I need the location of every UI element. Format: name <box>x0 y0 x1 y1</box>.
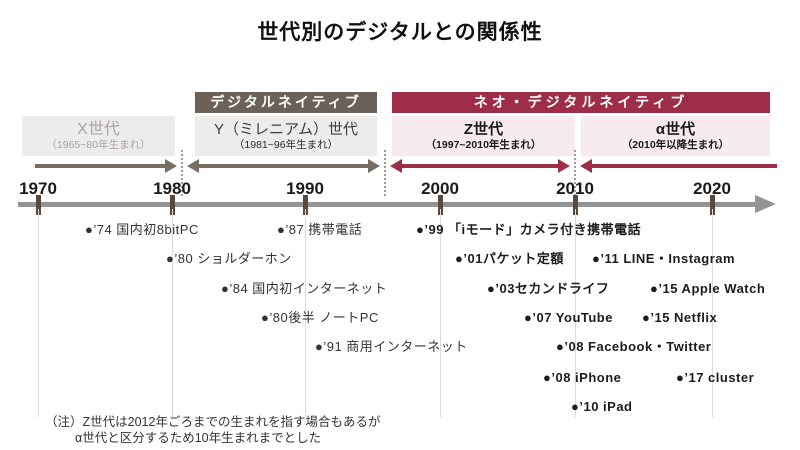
event-2008-iphone: ●’08 iPhone <box>543 370 622 385</box>
event-2008-facebook-twitter: ●’08 Facebook・Twitter <box>556 339 712 354</box>
event-1980-shoulder-phone: ●’80 ショルダーホン <box>166 251 292 266</box>
generation-z-name: Z世代 <box>463 120 504 138</box>
tick-2000 <box>438 195 443 215</box>
page-title: 世代別のデジタルとの関係性 <box>257 21 543 44</box>
footnote-line-2: α世代と区分するため10年生まれまでとした <box>75 431 322 445</box>
event-1984-first-internet: ●’84 国内初インターネット <box>221 281 388 296</box>
event-1987-mobile-phone: ●’87 携帯電話 <box>277 222 363 237</box>
generation-alpha-box: α世代 （2010年以降生まれ） <box>581 116 770 156</box>
generation-x-box: X世代 （1965~80年生まれ） <box>22 116 175 156</box>
generation-y-range: （1981~96年生まれ） <box>233 138 339 151</box>
gridline-2020 <box>712 209 713 417</box>
boundary-dotted-line-1997 <box>384 150 386 196</box>
generation-alpha-range: （2010年以降生まれ） <box>621 138 730 151</box>
event-2003-second-life: ●’03セカンドライフ <box>487 281 610 296</box>
event-1974-8bitpc: ●’74 国内初8bitPC <box>85 222 199 237</box>
gridline-2010 <box>575 209 576 417</box>
year-label-2010: 2010 <box>556 179 594 198</box>
arrow-left-icon <box>580 159 592 173</box>
arrow-shaft <box>402 164 558 168</box>
tick-2010 <box>573 195 578 215</box>
arrow-left-icon <box>187 159 199 173</box>
event-2010-ipad: ●’10 iPad <box>571 399 633 414</box>
boundary-dotted-line-1981 <box>181 150 183 196</box>
arrow-shaft <box>592 164 777 168</box>
generation-y-box: Y（ミレニアム）世代 （1981~96年生まれ） <box>195 116 377 156</box>
arrow-right-icon <box>558 159 570 173</box>
year-label-1980: 1980 <box>153 179 191 198</box>
tick-1980 <box>170 195 175 215</box>
event-1980s-notebook-pc: ●’80後半 ノートPC <box>261 310 379 325</box>
arrow-shaft <box>199 164 368 168</box>
generation-z-span-arrow <box>390 159 570 173</box>
event-2017-cluster: ●’17 cluster <box>676 370 755 385</box>
arrow-left-icon <box>390 159 402 173</box>
time-axis <box>18 202 755 207</box>
generation-z-range: （1997~2010年生まれ） <box>425 138 542 151</box>
generation-x-span-arrow <box>35 159 177 173</box>
event-2015-netflix: ●’15 Netflix <box>642 310 718 325</box>
generation-y-span-arrow <box>187 159 380 173</box>
time-axis-arrowhead-icon <box>755 195 776 213</box>
event-2007-youtube: ●’07 YouTube <box>524 310 613 325</box>
arrow-right-icon <box>368 159 380 173</box>
tick-1990 <box>303 195 308 215</box>
event-2015-apple-watch: ●’15 Apple Watch <box>650 281 766 296</box>
year-label-1990: 1990 <box>286 179 324 198</box>
footnote-line-1: （注）Z世代は2012年ごろまでの生まれを指す場合もあるが <box>45 415 381 429</box>
year-label-2020: 2020 <box>693 179 731 198</box>
tick-1970 <box>36 195 41 215</box>
digital-native-header: デジタルネイティブ <box>195 92 377 113</box>
neo-digital-native-header: ネオ・デジタルネイティブ <box>392 92 770 113</box>
event-2011-line-instagram: ●’11 LINE・Instagram <box>592 251 736 266</box>
event-1999-imode: ●’99 「iモード」カメラ付き携帯電話 <box>416 222 642 237</box>
year-label-2000: 2000 <box>421 179 459 198</box>
event-1991-commercial-internet: ●’91 商用インターネット <box>315 339 468 354</box>
tick-2020 <box>710 195 715 215</box>
footnote: （注）Z世代は2012年ごろまでの生まれを指す場合もあるが α世代と区分するため… <box>45 414 380 446</box>
generation-alpha-name: α世代 <box>655 120 696 138</box>
event-2001-packet-flat: ●’01パケット定額 <box>455 251 564 266</box>
gridline-1990 <box>305 209 306 417</box>
boundary-dotted-line-2010 <box>574 150 576 196</box>
arrow-shaft <box>35 164 165 168</box>
generation-y-name: Y（ミレニアム）世代 <box>214 120 358 138</box>
gridline-2000 <box>440 209 441 417</box>
generation-alpha-span-arrow <box>580 159 777 173</box>
arrow-right-icon <box>165 159 177 173</box>
gridline-1970 <box>38 209 39 417</box>
gridline-1980 <box>172 209 173 417</box>
generation-x-name: X世代 <box>77 120 120 138</box>
year-label-1970: 1970 <box>19 179 57 198</box>
generation-z-box: Z世代 （1997~2010年生まれ） <box>392 116 575 156</box>
generation-x-range: （1965~80年生まれ） <box>46 138 151 151</box>
